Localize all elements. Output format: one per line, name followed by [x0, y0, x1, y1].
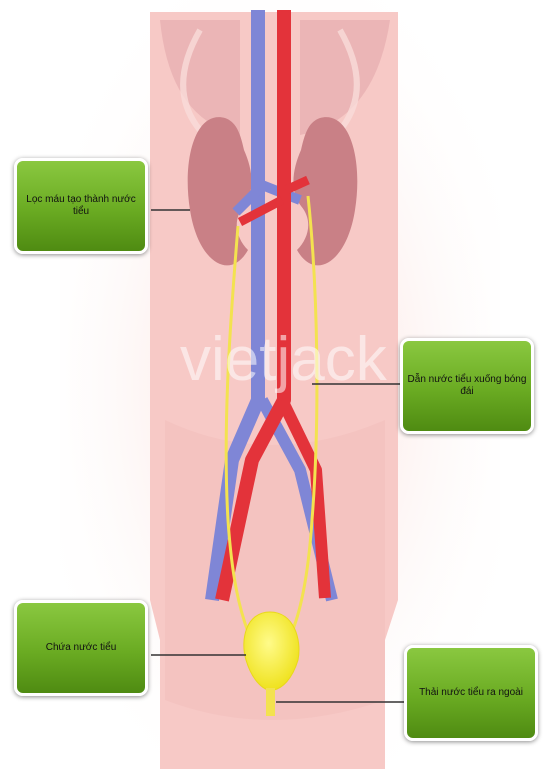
urethra — [266, 688, 275, 716]
label-kidney: Lọc máu tạo thành nước tiểu — [14, 158, 148, 254]
watermark: vietjack — [180, 325, 388, 394]
label-bladder: Chứa nước tiểu — [14, 600, 148, 696]
label-urethra: Thải nước tiểu ra ngoài — [404, 645, 538, 741]
label-ureter: Dẫn nước tiểu xuống bóng đái — [400, 338, 534, 434]
